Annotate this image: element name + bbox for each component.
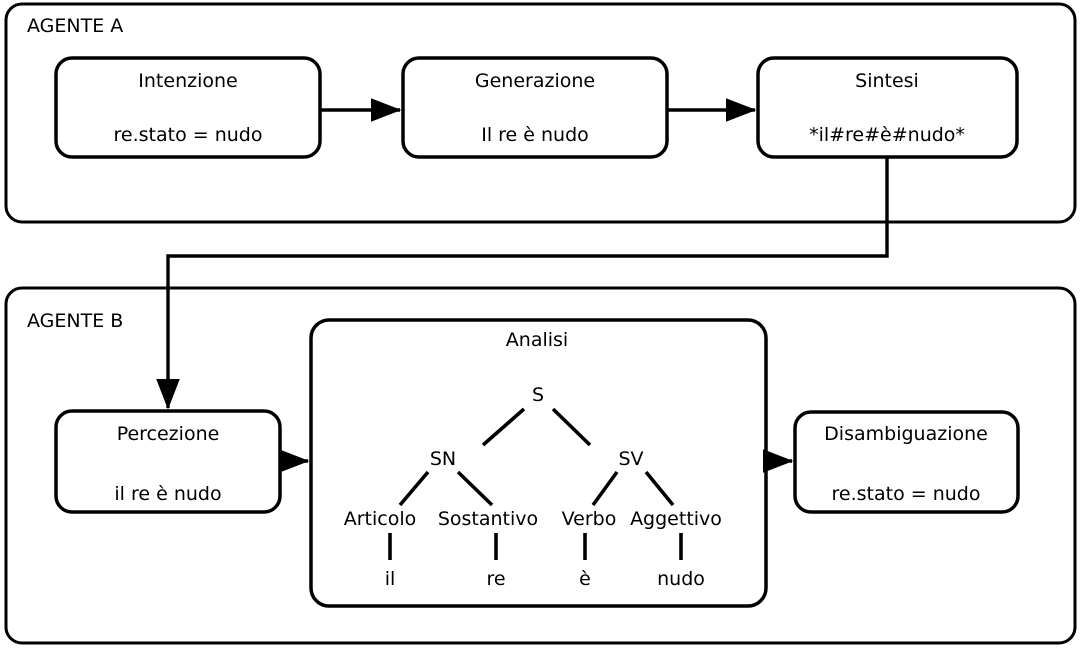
- tree-leaf-il: il: [385, 568, 396, 590]
- tree-leaf-e: è: [579, 568, 591, 590]
- box-intenzione-subtitle: re.stato = nudo: [114, 124, 263, 146]
- arrow-sintesi-to-percezione: [156, 157, 889, 410]
- tree-node-sostantivo: Sostantivo: [438, 508, 538, 530]
- agent-b-label: AGENTE B: [27, 310, 123, 332]
- box-disambiguazione[interactable]: [793, 410, 1020, 514]
- box-sintesi-subtitle: *il#re#è#nudo*: [809, 124, 965, 146]
- box-percezione-subtitle: il re è nudo: [114, 483, 221, 505]
- tree-node-s: S: [532, 384, 544, 406]
- tree-edge-sv-verbo: [591, 470, 619, 507]
- box-analisi-title: Analisi: [506, 329, 568, 351]
- agent-b-container: [4, 286, 1077, 645]
- agent-a-label: AGENTE A: [27, 15, 123, 37]
- tree-node-articolo: Articolo: [344, 508, 417, 530]
- box-disambiguazione-title: Disambiguazione: [824, 423, 988, 445]
- box-intenzione[interactable]: [54, 56, 322, 159]
- tree-node-sn: SN: [430, 448, 456, 470]
- box-generazione[interactable]: [401, 56, 669, 159]
- tree-node-sv: SV: [618, 448, 643, 470]
- tree-edge-sv-aggettivo: [644, 470, 675, 507]
- tree-edge-s-sv: [551, 407, 592, 447]
- box-analisi[interactable]: [309, 318, 768, 608]
- tree-edge-sn-sostantivo: [456, 470, 494, 507]
- tree-leaf-re: re: [486, 568, 505, 590]
- tree-node-verbo: Verbo: [562, 508, 617, 530]
- agent-a-container: [4, 2, 1077, 224]
- box-sintesi-title: Sintesi: [855, 70, 919, 92]
- tree-edge-s-sn: [481, 407, 526, 447]
- box-generazione-title: Generazione: [475, 70, 595, 92]
- box-intenzione-title: Intenzione: [138, 70, 237, 92]
- box-generazione-subtitle: Il re è nudo: [481, 124, 589, 146]
- tree-edge-sn-articolo: [398, 470, 430, 507]
- tree-leaf-nudo: nudo: [657, 568, 705, 590]
- box-disambiguazione-subtitle: re.stato = nudo: [832, 483, 981, 505]
- tree-node-aggettivo: Aggettivo: [630, 508, 722, 530]
- box-percezione-title: Percezione: [117, 423, 220, 445]
